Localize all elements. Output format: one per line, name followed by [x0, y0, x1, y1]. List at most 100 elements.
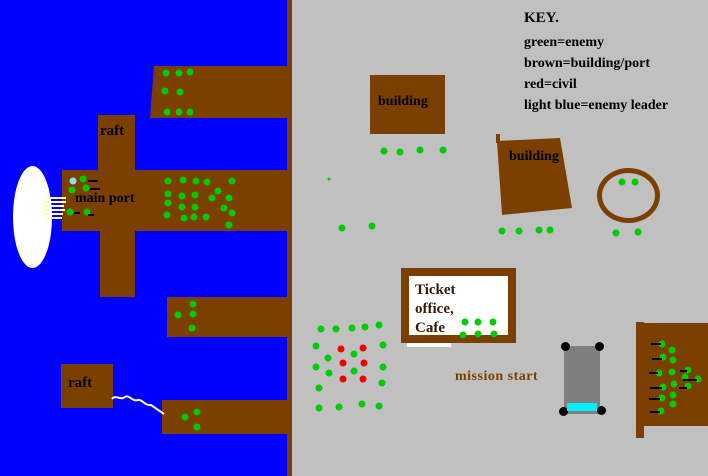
enemy-dot [659, 353, 667, 361]
enemy-dot [350, 350, 358, 358]
right-structure [643, 323, 708, 426]
enemy-dot [612, 229, 620, 237]
enemy-dot [181, 413, 189, 421]
enemy-dot [378, 379, 386, 387]
ticket-office-underline [407, 343, 451, 347]
ticket-office-label-line3: Cafe [415, 320, 445, 336]
enemy-dot [317, 325, 325, 333]
enemy-dot [325, 369, 333, 377]
enemy-dot [515, 227, 523, 235]
enemy-dot [186, 68, 194, 76]
enemy-dot [669, 356, 677, 364]
bus-wheel-icon [595, 342, 604, 351]
bus-wheel-icon [597, 406, 606, 415]
enemy-dot [375, 402, 383, 410]
raft-bottom-label: raft [68, 375, 93, 391]
gun-mark [680, 370, 687, 372]
enemy-dot [439, 146, 447, 154]
gun-mark [651, 343, 661, 345]
main-port-label: main port [75, 191, 135, 206]
enemy-dot [684, 382, 692, 390]
enemy-dot [202, 213, 210, 221]
enemy-dot [368, 222, 376, 230]
enemy-dot [461, 318, 469, 326]
enemy-dot [416, 146, 424, 154]
gun-mark [650, 387, 662, 389]
gun-mark [74, 212, 80, 214]
bus-wheel-icon [559, 407, 568, 416]
enemy-dot [161, 87, 169, 95]
enemy-dot [193, 408, 201, 416]
enemy-dot [474, 318, 482, 326]
mooring-line [42, 201, 66, 203]
enemy-dot [66, 208, 74, 216]
enemy-dot [618, 178, 626, 186]
raft-top-label: raft [100, 123, 125, 139]
enemy-dot [79, 175, 87, 183]
enemy-dot [164, 177, 172, 185]
enemy-dot [350, 367, 358, 375]
enemy-dot [657, 407, 665, 415]
building-right [497, 138, 572, 215]
enemy-dot [225, 221, 233, 229]
shoreline-strip [287, 0, 292, 476]
enemy-dot [189, 300, 197, 308]
enemy-dot [348, 324, 356, 332]
mooring-line [46, 217, 62, 219]
right-structure-edge [636, 322, 644, 438]
rope-squiggle [111, 395, 165, 415]
enemy-dot [490, 330, 498, 338]
key-title: KEY. [524, 10, 559, 26]
enemy-dot [203, 178, 211, 186]
enemy-dot [164, 199, 172, 207]
enemy-dot [338, 224, 346, 232]
gun-mark [679, 387, 687, 389]
civil-dot [337, 345, 345, 353]
enemy-dot [190, 213, 198, 221]
enemy-dot [684, 366, 692, 374]
enemy-dot [670, 380, 678, 388]
civil-dot [339, 375, 347, 383]
enemy-dot [179, 176, 187, 184]
enemy-dot [193, 423, 201, 431]
enemy-dot [669, 400, 677, 408]
bus-vehicle [564, 346, 600, 414]
main-port-pier-column [100, 231, 135, 297]
enemy-dot [162, 69, 170, 77]
mooring-line [41, 209, 65, 211]
enemy-dot [214, 187, 222, 195]
enemy-dot [228, 177, 236, 185]
mission-start-label: mission start [455, 369, 539, 384]
civil-dot [359, 375, 367, 383]
building-top [370, 75, 445, 134]
enemy-dot [655, 369, 663, 377]
civil-dot [339, 359, 347, 367]
enemy-dot [358, 400, 366, 408]
raft-top [98, 115, 135, 170]
enemy-dot [361, 323, 369, 331]
mooring-line [46, 197, 66, 199]
enemy-dot [535, 226, 543, 234]
enemy-dot [312, 363, 320, 371]
enemy-dot [175, 69, 183, 77]
enemy-dot [175, 108, 183, 116]
enemy-dot [379, 341, 387, 349]
enemy-dot [681, 373, 689, 381]
enemy-dot-small [327, 177, 331, 181]
enemy-dot [659, 383, 667, 391]
enemy-dot [178, 192, 186, 200]
enemy-dot [208, 194, 216, 202]
raft-bottom [61, 364, 113, 408]
civil-dot [359, 344, 367, 352]
bus-wheel-icon [561, 342, 570, 351]
enemy-dot [375, 321, 383, 329]
enemy-dot [668, 368, 676, 376]
building-top-label: building [378, 94, 428, 109]
enemy-dot [189, 310, 197, 318]
enemy-dot [68, 186, 76, 194]
enemy-dot [315, 404, 323, 412]
enemy-dot [82, 184, 90, 192]
boat-ellipse [13, 166, 52, 268]
